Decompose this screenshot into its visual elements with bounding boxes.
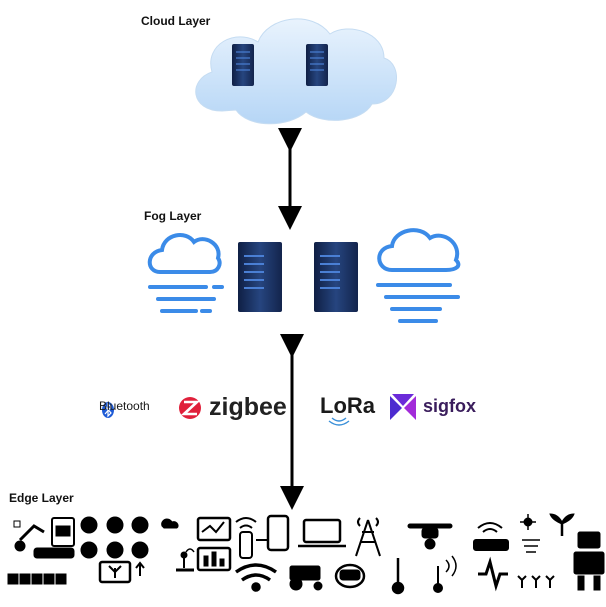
laptop-icon xyxy=(298,518,346,548)
robot-arm-icon xyxy=(13,520,75,559)
bluetooth-icon xyxy=(102,402,114,418)
tractor-icon xyxy=(289,565,323,591)
temp-wave-icon xyxy=(433,555,457,593)
thermometer-icon xyxy=(80,516,98,534)
antenna-icon xyxy=(235,517,268,559)
plant-sensor-icon xyxy=(176,548,195,572)
crops-icon xyxy=(517,575,555,588)
router-icon xyxy=(473,522,509,551)
monitor-plant-icon xyxy=(98,560,145,584)
flame-icon xyxy=(131,516,149,534)
wave-icon xyxy=(131,541,149,559)
monitor-chart-icon xyxy=(196,516,232,572)
fog-icon xyxy=(376,228,461,323)
plant-pots-icon xyxy=(7,573,67,585)
fog-icon xyxy=(147,233,224,313)
sigfox-label: sigfox xyxy=(423,396,477,416)
co2-icon xyxy=(106,541,124,559)
cell-tower-icon xyxy=(355,517,381,557)
drone-icon xyxy=(407,523,453,550)
sigfox-icon xyxy=(390,394,416,420)
edge-layer-label: Edge Layer xyxy=(9,491,74,505)
fog-server-icon xyxy=(238,242,282,312)
cloud-server-icon xyxy=(306,44,328,86)
bug-icon xyxy=(80,541,98,559)
lora-label: LoRa xyxy=(320,393,375,418)
cloud-layer-label: Cloud Layer xyxy=(141,14,211,28)
bluetooth-label: Bluetooth xyxy=(99,399,150,413)
robot-icon xyxy=(573,531,605,591)
plant-icon xyxy=(549,513,575,536)
zigbee-icon xyxy=(179,397,201,419)
fog-layer-label: Fog Layer xyxy=(144,209,202,223)
cloud-icon xyxy=(195,18,397,125)
cloud-server-icon xyxy=(232,44,254,86)
wifi-icon xyxy=(234,563,278,592)
sun-icon xyxy=(520,514,536,530)
water-drop-icon xyxy=(106,516,124,534)
crate-icon xyxy=(51,517,75,547)
small-cloud-icon xyxy=(161,518,179,529)
smartphone-icon xyxy=(266,514,290,552)
sprinkler-icon xyxy=(522,539,540,553)
temperature-icon xyxy=(391,558,405,595)
harvest-icon xyxy=(334,563,366,589)
zigbee-label: zigbee xyxy=(209,393,287,421)
signal-icon xyxy=(478,556,508,592)
fog-server-icon xyxy=(314,242,358,312)
lora-signal-icon xyxy=(328,417,350,426)
